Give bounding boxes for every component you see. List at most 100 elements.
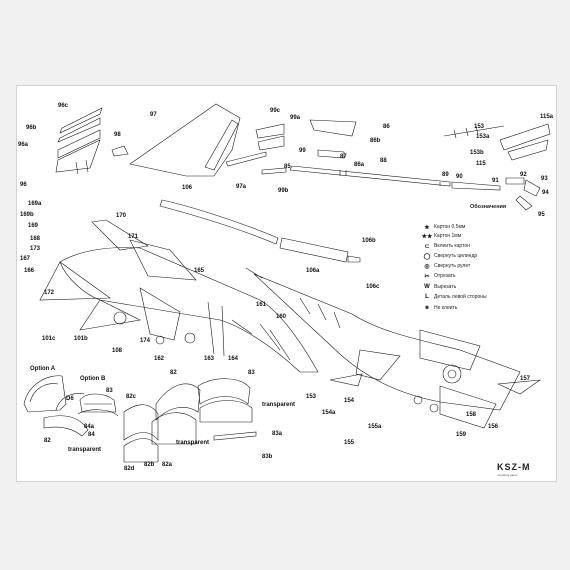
label-155a: 155a	[368, 424, 382, 430]
legend-label: Картон 1мм	[434, 233, 462, 239]
label-166: 166	[24, 268, 35, 274]
legend-item: ⊂ Вклеить картон	[420, 242, 470, 250]
legend-item: L Деталь левой стороны	[420, 293, 487, 301]
canopy-option-b	[77, 393, 119, 417]
label-82-top: 82	[170, 370, 177, 376]
label-106a: 106a	[306, 268, 320, 274]
label-82b: 82b	[144, 462, 155, 468]
legend-item: W Вырезать	[420, 283, 456, 291]
label-99a: 99a	[290, 115, 301, 121]
legend-label: Вырезать	[434, 284, 457, 290]
label-93: 93	[541, 176, 548, 182]
label-option-b: Option B	[80, 376, 106, 382]
label-84a: 84a	[84, 424, 95, 430]
label-108: 108	[112, 348, 123, 354]
label-83a: 83a	[272, 431, 283, 437]
part-89-91	[451, 181, 501, 191]
label-98: 98	[114, 132, 121, 138]
label-154: 154	[344, 398, 355, 404]
instruction-sheet	[16, 85, 557, 482]
label-156: 156	[488, 424, 499, 430]
label-153a: 153a	[476, 134, 490, 140]
label-153b: 153b	[470, 150, 484, 156]
label-82a: 82a	[162, 462, 173, 468]
part-99	[255, 123, 285, 139]
pitot-153	[443, 125, 505, 139]
legend-label: Не клеить	[434, 305, 458, 311]
label-115: 115	[476, 161, 486, 167]
part-97-inner	[204, 119, 239, 171]
aircraft-left	[39, 219, 319, 373]
star-icon: ★	[424, 224, 430, 231]
scissors-icon: ✂	[424, 273, 430, 280]
part-92	[505, 177, 525, 185]
brand-tagline: modeling paper	[497, 473, 518, 477]
label-173: 173	[30, 246, 41, 252]
label-transparent-2: transparent	[176, 440, 210, 446]
tube-88-marks	[339, 170, 441, 186]
label-169b: 169b	[20, 212, 34, 218]
label-106: 106	[182, 185, 193, 191]
label-94: 94	[542, 190, 549, 196]
label-101c: 101c	[42, 336, 56, 342]
label-83b: 83b	[262, 454, 273, 460]
label-82d: 82d	[124, 466, 135, 472]
label-transparent-3: transparent	[262, 402, 296, 408]
label-169: 169	[28, 223, 39, 229]
part-93-94	[515, 179, 541, 211]
tail-fin-97	[129, 103, 241, 177]
label-164: 164	[228, 356, 239, 362]
part-115	[499, 123, 551, 161]
label-163: 163	[204, 356, 215, 362]
no-glue-icon: ⨳	[425, 304, 429, 311]
legend-label: Вклеить картон	[434, 243, 470, 249]
double-star-icon: ★★	[421, 233, 433, 240]
label-86: 86	[383, 124, 390, 130]
legend-title: Обозначения	[470, 204, 507, 210]
label-115a: 115a	[540, 114, 554, 120]
part-106a	[279, 237, 349, 263]
tube-106	[159, 199, 279, 245]
label-82: 82	[44, 438, 51, 444]
probe-161	[245, 267, 263, 279]
label-101b: 101b	[74, 336, 88, 342]
legend-item: ◯ Свернуть цилиндр	[420, 252, 478, 260]
label-transparent-1: transparent	[68, 447, 102, 453]
cut-out-icon: W	[424, 284, 430, 290]
label-96: 96	[20, 182, 27, 188]
label-155: 155	[344, 440, 355, 446]
legend-label: Отрезать	[434, 273, 456, 279]
part-98	[111, 145, 129, 157]
legend-item: ★ Картон 0.5мм	[420, 223, 465, 231]
label-D6: D6	[66, 396, 74, 402]
label-96a: 96a	[18, 142, 29, 148]
label-99b: 99b	[278, 188, 289, 194]
label-106b: 106b	[362, 238, 376, 244]
tube-88	[289, 165, 451, 187]
label-97a: 97a	[236, 184, 247, 190]
legend-label: Деталь левой стороны	[434, 294, 487, 300]
label-86b: 86b	[370, 138, 381, 144]
legend-label: Свернуть рулет	[434, 263, 471, 269]
intake-83	[197, 378, 257, 441]
canopy-option-a	[23, 375, 89, 437]
label-161: 161	[256, 302, 267, 308]
label-96c: 96c	[58, 103, 69, 109]
label-174: 174	[140, 338, 151, 344]
legend-item: ◎ Свернуть рулет	[420, 262, 470, 270]
label-88: 88	[380, 158, 387, 164]
label-99: 99	[299, 148, 306, 154]
legend-item: ★★ Картон 1мм	[420, 232, 462, 240]
label-91: 91	[492, 178, 499, 184]
legend-label: Свернуть цилиндр	[434, 253, 478, 259]
label-170: 170	[116, 213, 127, 219]
legend-item: ✂ Отрезать	[420, 272, 456, 280]
label-82c: 82c	[126, 394, 137, 400]
label-85: 85	[284, 164, 291, 170]
label-96b: 96b	[26, 125, 37, 131]
label-89: 89	[442, 172, 449, 178]
label-171: 171	[128, 234, 139, 240]
fin-panels-96	[55, 107, 103, 175]
label-167: 167	[20, 256, 31, 262]
